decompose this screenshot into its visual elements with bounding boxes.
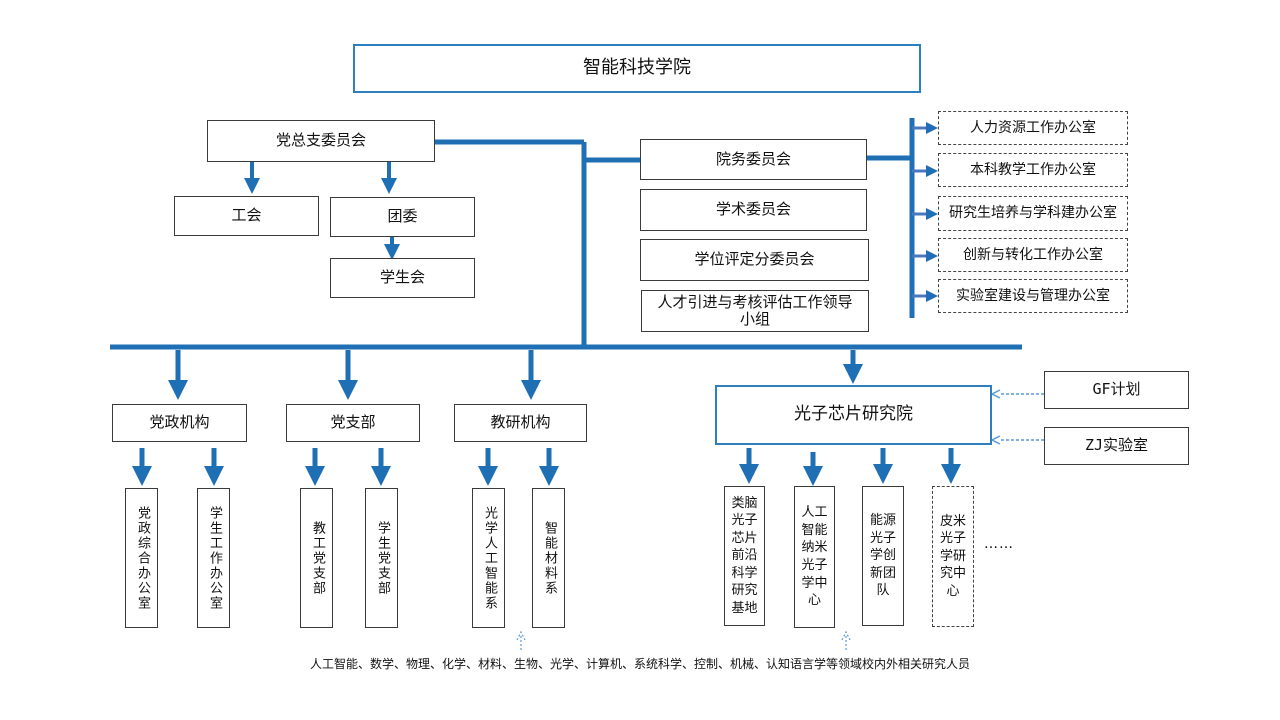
- party-branch-box: 党支部: [286, 404, 420, 442]
- leaf-label: 学生党支部: [374, 520, 390, 596]
- committee-box-affairs: 院务委员会: [640, 139, 867, 180]
- leaf-student-branch: 学生党支部: [365, 488, 398, 628]
- footer-researchers-note: 人工智能、数学、物理、化学、材料、生物、光学、计算机、系统科学、控制、机械、认知…: [309, 657, 970, 671]
- leaf-staff-branch: 教工党支部: [300, 488, 333, 628]
- center-label: 能源光子学创新团队: [869, 513, 896, 599]
- leaf-student-affairs: 学生工作办公室: [197, 488, 230, 628]
- party-committee-box: 党总支委员会: [207, 120, 435, 162]
- center-picometer-photonics: 皮米光子学研究中心: [932, 486, 974, 627]
- office-box-innovation: 创新与转化工作办公室: [938, 238, 1128, 272]
- committee-box-academic: 学术委员会: [640, 189, 867, 231]
- page-title: 智能科技学院: [353, 44, 921, 93]
- center-brain-chip: 类脑光子芯片前沿科学研究基地: [724, 486, 765, 626]
- center-label: 类脑光子芯片前沿科学研究基地: [731, 495, 758, 616]
- committee-box-degree: 学位评定分委员会: [640, 239, 869, 281]
- leaf-optics-ai: 光学人工智能系: [472, 488, 505, 628]
- office-box-lab: 实验室建设与管理办公室: [938, 279, 1128, 313]
- leaf-label: 学生工作办公室: [206, 505, 222, 611]
- center-ai-nanophotonics: 人工智能纳米光子学中心: [794, 486, 835, 628]
- leaf-label: 党政综合办公室: [134, 505, 150, 611]
- center-label: 人工智能纳米光子学中心: [801, 505, 828, 609]
- more-centers-ellipsis: ……: [984, 536, 1014, 552]
- office-box-graduate: 研究生培养与学科建办公室: [938, 196, 1128, 231]
- leaf-label: 光学人工智能系: [481, 505, 497, 611]
- office-box-undergrad: 本科教学工作办公室: [938, 153, 1128, 187]
- league-box: 团委: [330, 197, 475, 237]
- center-label: 皮米光子学研究中心: [939, 513, 966, 599]
- admin-unit-box: 党政机构: [112, 404, 247, 442]
- center-energy-photonics: 能源光子学创新团队: [862, 486, 904, 626]
- institute-box: 光子芯片研究院: [715, 385, 992, 445]
- committee-box-talent: 人才引进与考核评估工作领导小组: [641, 290, 869, 332]
- union-box: 工会: [174, 196, 319, 236]
- leaf-smart-materials: 智能材料系: [532, 488, 565, 628]
- teaching-unit-box: 教研机构: [454, 404, 587, 442]
- leaf-admin-office: 党政综合办公室: [125, 488, 158, 628]
- office-box-hr: 人力资源工作办公室: [938, 111, 1128, 145]
- leaf-label: 教工党支部: [309, 520, 325, 596]
- gf-plan-box: GF计划: [1044, 371, 1189, 409]
- zj-lab-box: ZJ实验室: [1044, 427, 1189, 465]
- leaf-label: 智能材料系: [541, 520, 557, 596]
- student-union-box: 学生会: [330, 258, 475, 298]
